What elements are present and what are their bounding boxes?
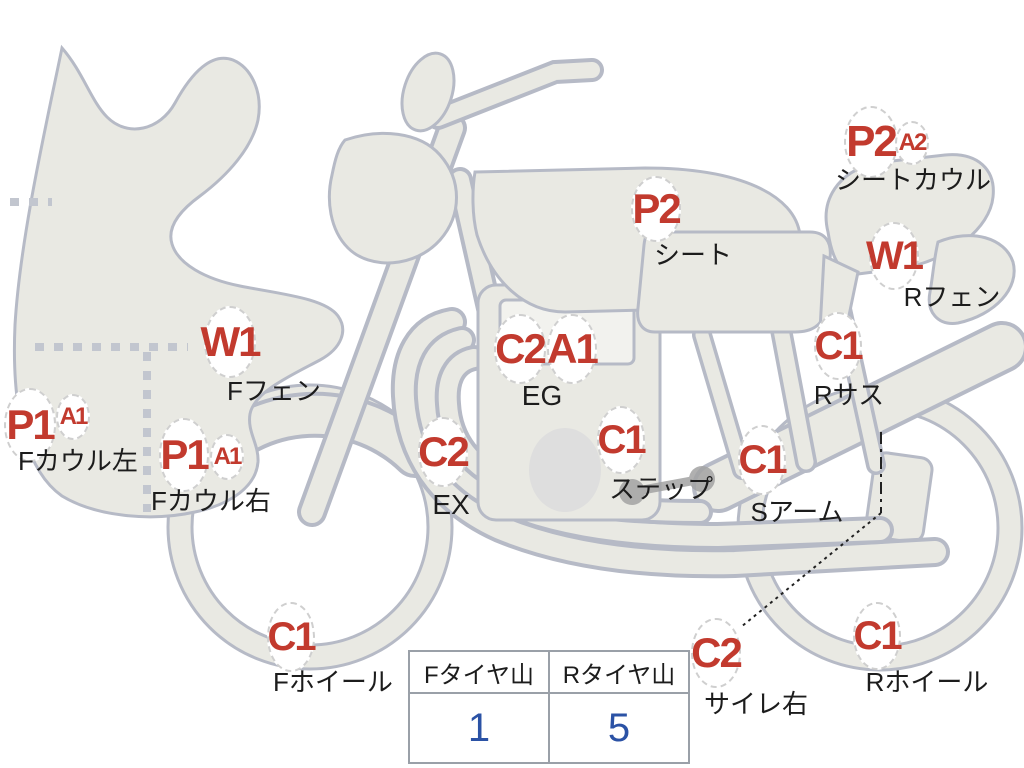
condition-code-seat-cowl-a2: A2 xyxy=(895,121,929,165)
part-label-step: ステップ xyxy=(608,474,714,504)
condition-code-f-cowl-left-p1: P1 xyxy=(4,388,56,462)
mirror-shape xyxy=(400,51,456,133)
headlight-shape xyxy=(327,131,458,265)
step-shape xyxy=(619,466,715,505)
condition-code-f-cowl-right-p1: P1 xyxy=(159,418,210,492)
condition-code-engine-a1: A1 xyxy=(547,314,599,384)
front-cowl-shape xyxy=(12,44,344,519)
part-label-silencer-right: サイレ右 xyxy=(703,689,809,719)
condition-code-engine-c2: C2 xyxy=(494,314,547,384)
handlebar-shape xyxy=(426,58,604,130)
condition-code-f-fender-w1: W1 xyxy=(201,306,262,378)
part-label-swing-arm: Sアーム xyxy=(750,497,844,527)
condition-code-seat-p2: P2 xyxy=(631,176,682,242)
condition-code-swing-arm-c1: C1 xyxy=(738,425,788,495)
part-label-r-wheel: Rホイール xyxy=(865,667,989,697)
part-label-f-cowl-left: Fカウル左 xyxy=(18,446,138,476)
condition-code-step-c1: C1 xyxy=(597,406,647,474)
part-label-seat-cowl: シートカウル xyxy=(834,165,992,195)
front-tire-tread-value: 1 xyxy=(467,705,491,750)
condition-code-exhaust-c2: C2 xyxy=(418,417,470,487)
part-label-f-fender: Fフェン xyxy=(227,376,321,406)
condition-code-silencer-right-c2: C2 xyxy=(691,618,743,688)
rear-tire-tread-header: Rタイヤ山 xyxy=(548,652,688,692)
tire-tread-table: Fタイヤ山 Rタイヤ山 1 5 xyxy=(408,650,690,764)
condition-code-f-cowl-left-a1: A1 xyxy=(56,394,90,440)
part-label-seat: シート xyxy=(653,240,733,270)
condition-code-r-suspension-c1: C1 xyxy=(814,312,864,380)
condition-code-r-fender-w1: W1 xyxy=(866,222,924,290)
part-label-exhaust: EX xyxy=(432,489,470,520)
part-label-r-fender: Rフェン xyxy=(903,282,1001,312)
condition-code-f-wheel-c1: C1 xyxy=(267,602,317,672)
silencer-callout-line xyxy=(740,432,882,628)
condition-code-seat-cowl-p2: P2 xyxy=(844,106,898,178)
part-label-f-wheel: Fホイール xyxy=(273,667,393,697)
front-tire-tread-header: Fタイヤ山 xyxy=(424,661,534,689)
condition-code-f-cowl-right-a1: A1 xyxy=(210,434,244,480)
rear-fender-shape xyxy=(927,234,1016,325)
part-label-f-cowl-right: Fカウル右 xyxy=(151,486,271,516)
part-label-engine: EG xyxy=(521,380,563,411)
part-label-r-suspension: Rサス xyxy=(813,380,885,410)
cowl-split-lines xyxy=(10,198,188,512)
rear-tire-tread-value: 5 xyxy=(548,694,688,762)
condition-code-r-wheel-c1: C1 xyxy=(853,602,903,670)
